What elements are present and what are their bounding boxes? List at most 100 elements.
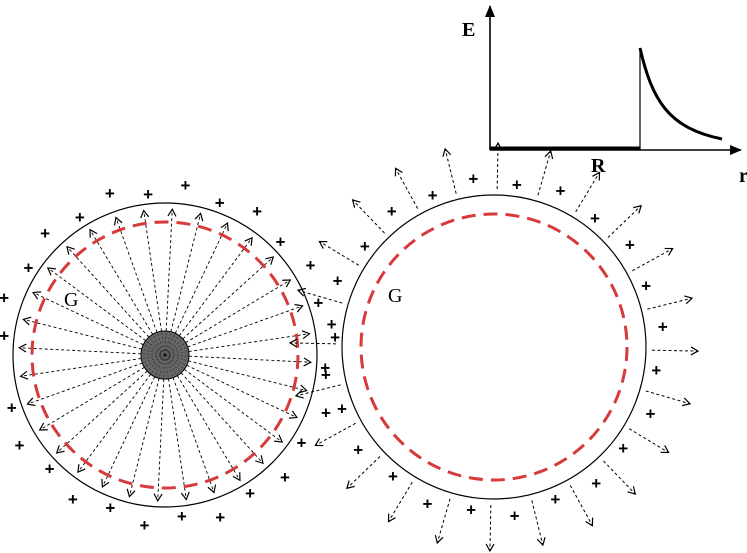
field-arrow <box>394 167 419 209</box>
charge-plus: + <box>177 507 187 526</box>
charge-plus: + <box>512 176 522 195</box>
charge-ray <box>164 333 176 356</box>
charge-ray <box>154 354 166 377</box>
charge-plus: + <box>140 516 150 535</box>
field-line <box>168 378 190 501</box>
charge-ray <box>164 354 169 379</box>
field-line <box>55 370 148 454</box>
field-line <box>31 291 144 346</box>
charge-ray <box>141 348 166 356</box>
left-gaussian-label: G <box>64 289 78 311</box>
field-line <box>174 221 229 334</box>
charge-ray <box>164 354 189 357</box>
charge-ray <box>164 354 182 373</box>
charge-plus: + <box>306 256 316 275</box>
charge-ray <box>152 334 166 356</box>
field-arrow <box>607 204 642 238</box>
right-shell <box>341 194 647 500</box>
charge-plus: + <box>321 365 331 384</box>
charge-plus: + <box>641 277 651 296</box>
charge-plus: + <box>388 467 398 486</box>
charge-ray <box>164 346 188 356</box>
field-arrow <box>294 384 341 399</box>
field-line <box>172 377 217 494</box>
field-line <box>126 378 160 498</box>
field-arrow <box>632 247 674 272</box>
charge-plus: + <box>181 176 191 195</box>
field-line <box>153 378 165 503</box>
charge-ray <box>156 332 166 356</box>
field-line <box>165 207 177 332</box>
charge-plus: + <box>297 433 307 452</box>
charge-plus: + <box>428 186 438 205</box>
charge-ray <box>142 354 166 364</box>
field-line <box>140 209 162 332</box>
field-arrow <box>628 428 670 454</box>
field-line <box>38 366 145 431</box>
charge-plus: + <box>625 236 635 255</box>
field-arrow <box>537 149 554 196</box>
field-line <box>178 236 253 337</box>
charge-ray <box>148 337 166 356</box>
charge-plus: + <box>423 494 433 513</box>
charge-plus: + <box>466 500 476 519</box>
charge-plus: + <box>275 232 285 251</box>
field-line <box>113 216 158 333</box>
field-arrow <box>647 295 694 310</box>
charge-ray <box>164 354 189 362</box>
charge-plus: + <box>45 460 55 479</box>
charge-plus: + <box>143 185 153 204</box>
field-arrow <box>485 504 495 553</box>
field-line <box>188 355 313 367</box>
charge-ray <box>164 354 187 366</box>
charge-plus: + <box>556 182 566 201</box>
charge-plus: + <box>75 208 85 227</box>
right-gaussian-surface <box>359 212 629 482</box>
charge-ray <box>150 354 166 375</box>
field-line <box>188 330 311 352</box>
field-line <box>22 316 142 350</box>
field-line <box>176 375 241 482</box>
field-arrow <box>346 456 381 490</box>
field-decay-curve <box>638 47 723 141</box>
y-axis-label: E <box>462 19 475 41</box>
left-gaussian-surface <box>30 220 300 490</box>
charge-plus: + <box>24 259 34 278</box>
field-line <box>188 360 308 394</box>
charge-plus: + <box>353 440 363 459</box>
charge-plus: + <box>0 327 9 346</box>
charge-plus: + <box>321 404 331 423</box>
charge-ray <box>161 331 166 356</box>
field-arrow <box>288 338 337 348</box>
charge-ray <box>164 331 172 356</box>
left-sphere: ++++++++++++++++++++++++++++ G <box>0 176 340 535</box>
field-line <box>186 364 299 419</box>
charge-plus: + <box>15 436 25 455</box>
charge-ray <box>143 344 166 356</box>
charge-plus: + <box>252 202 262 221</box>
field-arrow <box>651 346 700 356</box>
field-line <box>89 228 154 335</box>
field-line <box>77 373 152 474</box>
field-arrow <box>531 500 546 547</box>
field-line <box>26 362 143 407</box>
left-shell <box>12 202 318 508</box>
charge-plus: + <box>468 169 478 188</box>
charge-plus: + <box>333 272 343 291</box>
right-sphere: ++++++++++++++++++++++++ G <box>288 141 700 553</box>
field-arrow <box>575 171 601 213</box>
charge-plus: + <box>215 194 225 213</box>
field-line <box>19 358 142 380</box>
inner-field-lines <box>17 207 313 503</box>
charge-ray <box>141 354 166 359</box>
field-line <box>183 368 284 443</box>
charge-ray <box>164 351 189 356</box>
charge-plus: + <box>510 507 520 526</box>
outer-field-arrows <box>288 141 700 553</box>
field-arrow <box>434 498 451 545</box>
field-arrow <box>351 199 385 234</box>
charge-plus: + <box>40 224 50 243</box>
field-arrow <box>603 460 637 495</box>
field-line <box>182 256 275 340</box>
